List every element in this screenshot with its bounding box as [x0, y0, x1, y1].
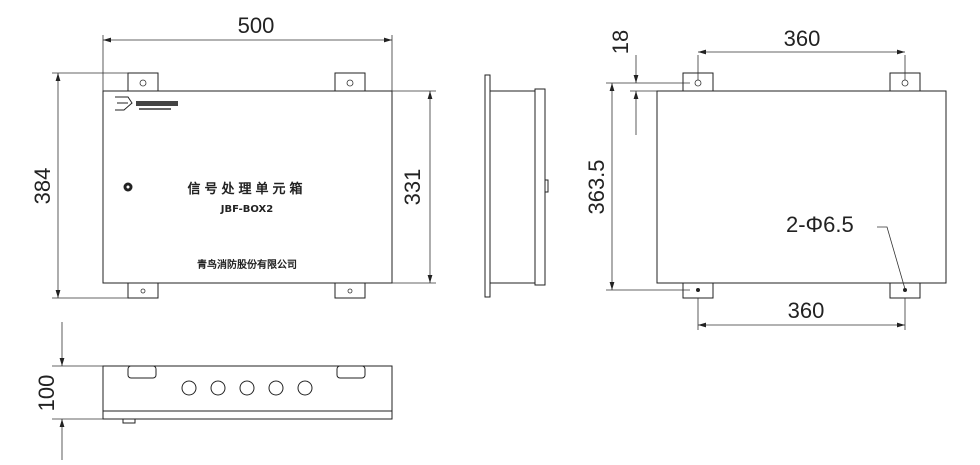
top-offset-dimension: 18 [608, 30, 633, 54]
depth-dimension: 100 [34, 375, 59, 412]
width-dimension: 500 [238, 13, 275, 38]
product-name: 信号处理单元箱 [187, 181, 306, 197]
mount-tab [334, 72, 366, 92]
top-hole-spacing-dimension: 360 [784, 26, 821, 51]
enclosure-rear [656, 90, 947, 284]
enclosure-front [102, 90, 393, 284]
cable-knockout-icons [181, 380, 313, 396]
mount-tab [127, 72, 159, 92]
rear-height-dimension: 363.5 [584, 159, 609, 214]
mount-tab [127, 282, 159, 299]
logo-icon [115, 96, 178, 111]
height-dimension: 384 [30, 168, 55, 205]
mount-tab [334, 282, 366, 299]
bottom-hole-spacing-dimension: 360 [788, 298, 825, 323]
model-number: JBF-BOX2 [220, 204, 273, 215]
hole-callout: 2-Φ6.5 [786, 212, 854, 237]
body-height-dimension: 331 [400, 169, 425, 206]
front-view: 信号处理单元箱 JBF-BOX2 青鸟消防股份有限公司 500 384 331 [30, 13, 436, 299]
rear-view: 360 18 363.5 2-Φ6.5 360 [584, 26, 947, 330]
bottom-view: 100 [34, 322, 393, 460]
company-name: 青鸟消防股份有限公司 [197, 258, 297, 271]
side-view [484, 74, 549, 298]
